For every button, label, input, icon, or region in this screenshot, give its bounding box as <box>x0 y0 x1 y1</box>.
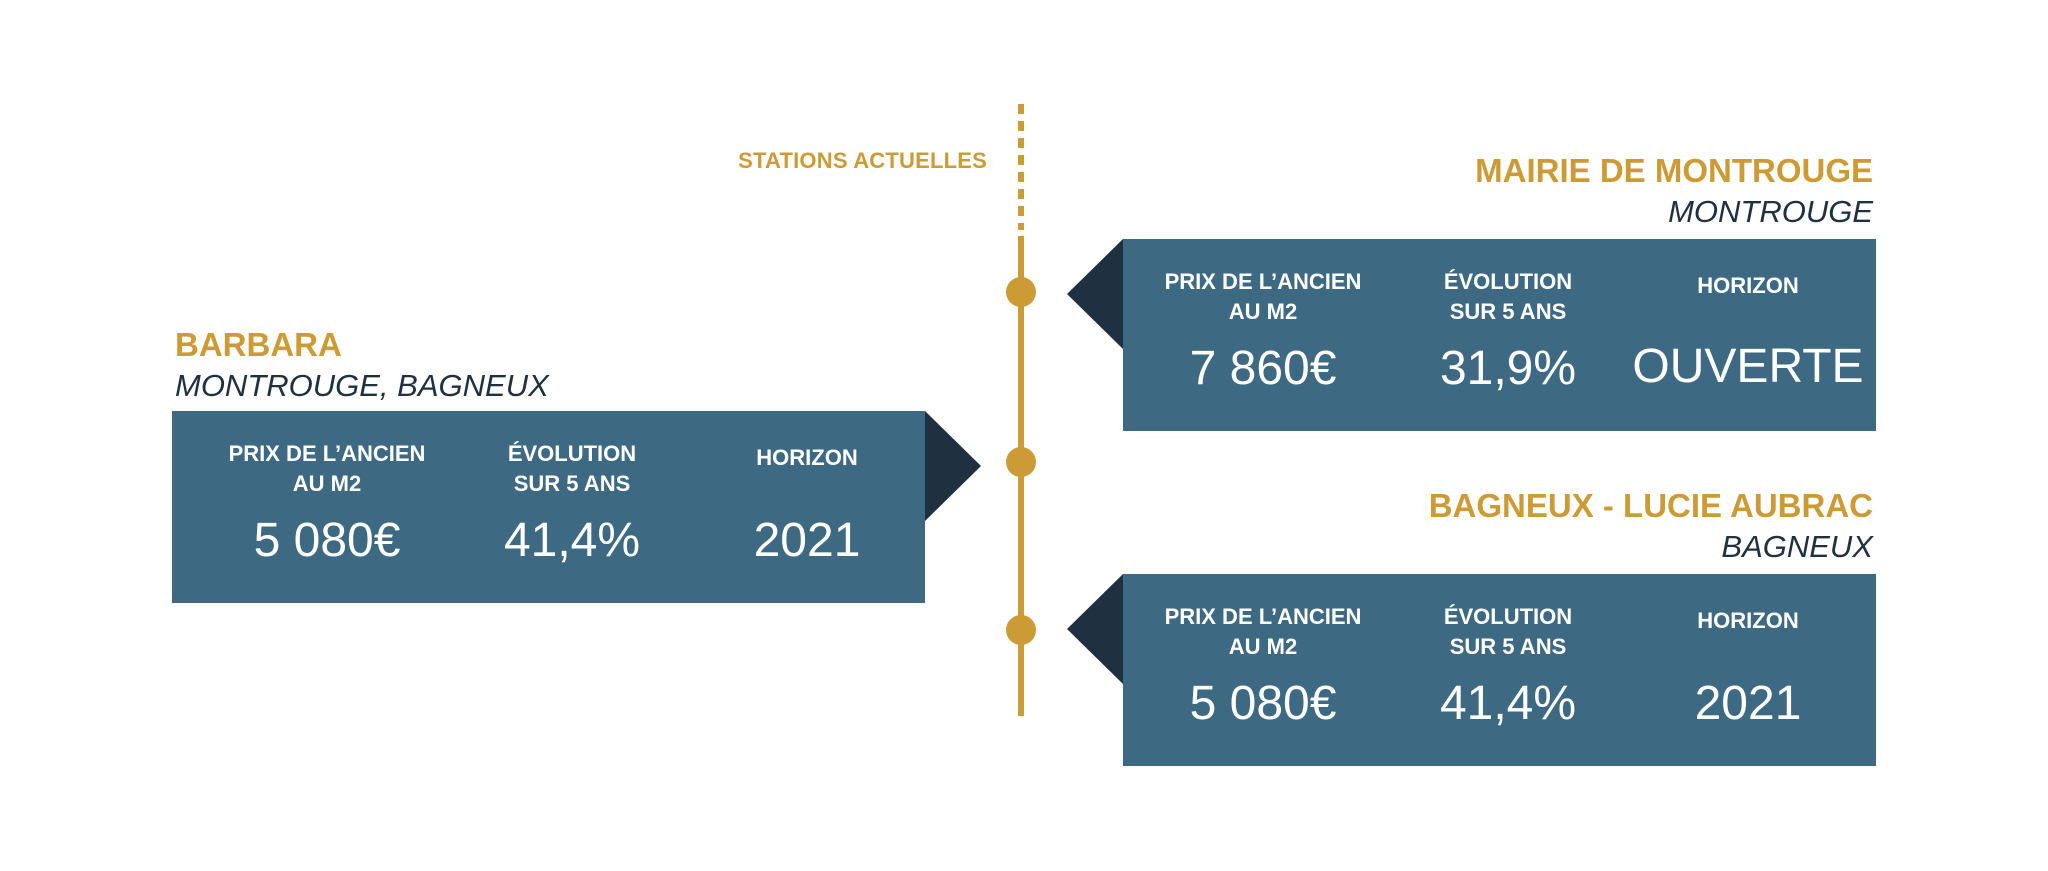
stat-price-value: 5 080€ <box>253 514 401 567</box>
stat-horizon: HORIZON 2021 <box>692 411 922 603</box>
timeline-node-mairie <box>1006 277 1036 307</box>
stat-evolution-label: ÉVOLUTION SUR 5 ANS <box>1443 604 1573 659</box>
pointer-arrow-bagneux <box>1067 574 1123 684</box>
station-city-mairie: MONTROUGE <box>1668 194 1873 229</box>
station-city-bagneux: BAGNEUX <box>1721 529 1873 564</box>
stat-evolution-value: 41,4% <box>503 514 641 567</box>
stat-horizon-label: HORIZON <box>1697 608 1799 633</box>
stat-price-value: 7 860€ <box>1189 342 1337 395</box>
timeline-node-barbara <box>1006 447 1036 477</box>
station-name-bagneux: BAGNEUX - LUCIE AUBRAC <box>1428 487 1873 524</box>
stat-horizon-value: OUVERTE <box>1632 340 1864 393</box>
stat-horizon: HORIZON 2021 <box>1628 574 1868 766</box>
stat-evolution: ÉVOLUTION SUR 5 ANS 31,9% <box>1393 239 1623 431</box>
timeline-dotted-segment <box>1018 104 1024 230</box>
legend-stations-actuelles: STATIONS ACTUELLES <box>738 148 987 173</box>
stat-price-label: PRIX DE L’ANCIEN AU M2 <box>1164 269 1362 324</box>
stat-price-value: 5 080€ <box>1189 677 1337 730</box>
stat-evolution-label: ÉVOLUTION SUR 5 ANS <box>1443 269 1573 324</box>
station-card-mairie: PRIX DE L’ANCIEN AU M2 7 860€ ÉVOLUTION … <box>1123 239 1876 431</box>
stat-horizon-value: 2021 <box>1694 677 1802 730</box>
timeline-node-bagneux <box>1006 615 1036 645</box>
stat-horizon-label: HORIZON <box>1697 273 1799 298</box>
station-card-barbara: PRIX DE L’ANCIEN AU M2 5 080€ ÉVOLUTION … <box>172 411 925 603</box>
stat-price: PRIX DE L’ANCIEN AU M2 5 080€ <box>202 411 452 603</box>
station-name-barbara: BARBARA <box>175 326 342 363</box>
station-city-barbara: MONTROUGE, BAGNEUX <box>175 368 549 403</box>
stat-evolution-value: 31,9% <box>1439 342 1577 395</box>
stat-horizon-label: HORIZON <box>756 445 858 470</box>
stat-price: PRIX DE L’ANCIEN AU M2 7 860€ <box>1138 239 1388 431</box>
pointer-arrow-mairie <box>1067 239 1123 349</box>
stat-evolution-value: 41,4% <box>1439 677 1577 730</box>
station-card-bagneux: PRIX DE L’ANCIEN AU M2 5 080€ ÉVOLUTION … <box>1123 574 1876 766</box>
stat-price-label: PRIX DE L’ANCIEN AU M2 <box>1164 604 1362 659</box>
pointer-arrow-barbara <box>925 411 981 521</box>
stat-price-label: PRIX DE L’ANCIEN AU M2 <box>228 441 426 496</box>
stat-horizon: HORIZON OUVERTE <box>1628 239 1868 431</box>
stat-evolution: ÉVOLUTION SUR 5 ANS 41,4% <box>1393 574 1623 766</box>
stat-evolution: ÉVOLUTION SUR 5 ANS 41,4% <box>457 411 687 603</box>
station-name-mairie: MAIRIE DE MONTROUGE <box>1475 152 1873 189</box>
stat-evolution-label: ÉVOLUTION SUR 5 ANS <box>507 441 637 496</box>
stat-price: PRIX DE L’ANCIEN AU M2 5 080€ <box>1138 574 1388 766</box>
stat-horizon-value: 2021 <box>753 514 861 567</box>
